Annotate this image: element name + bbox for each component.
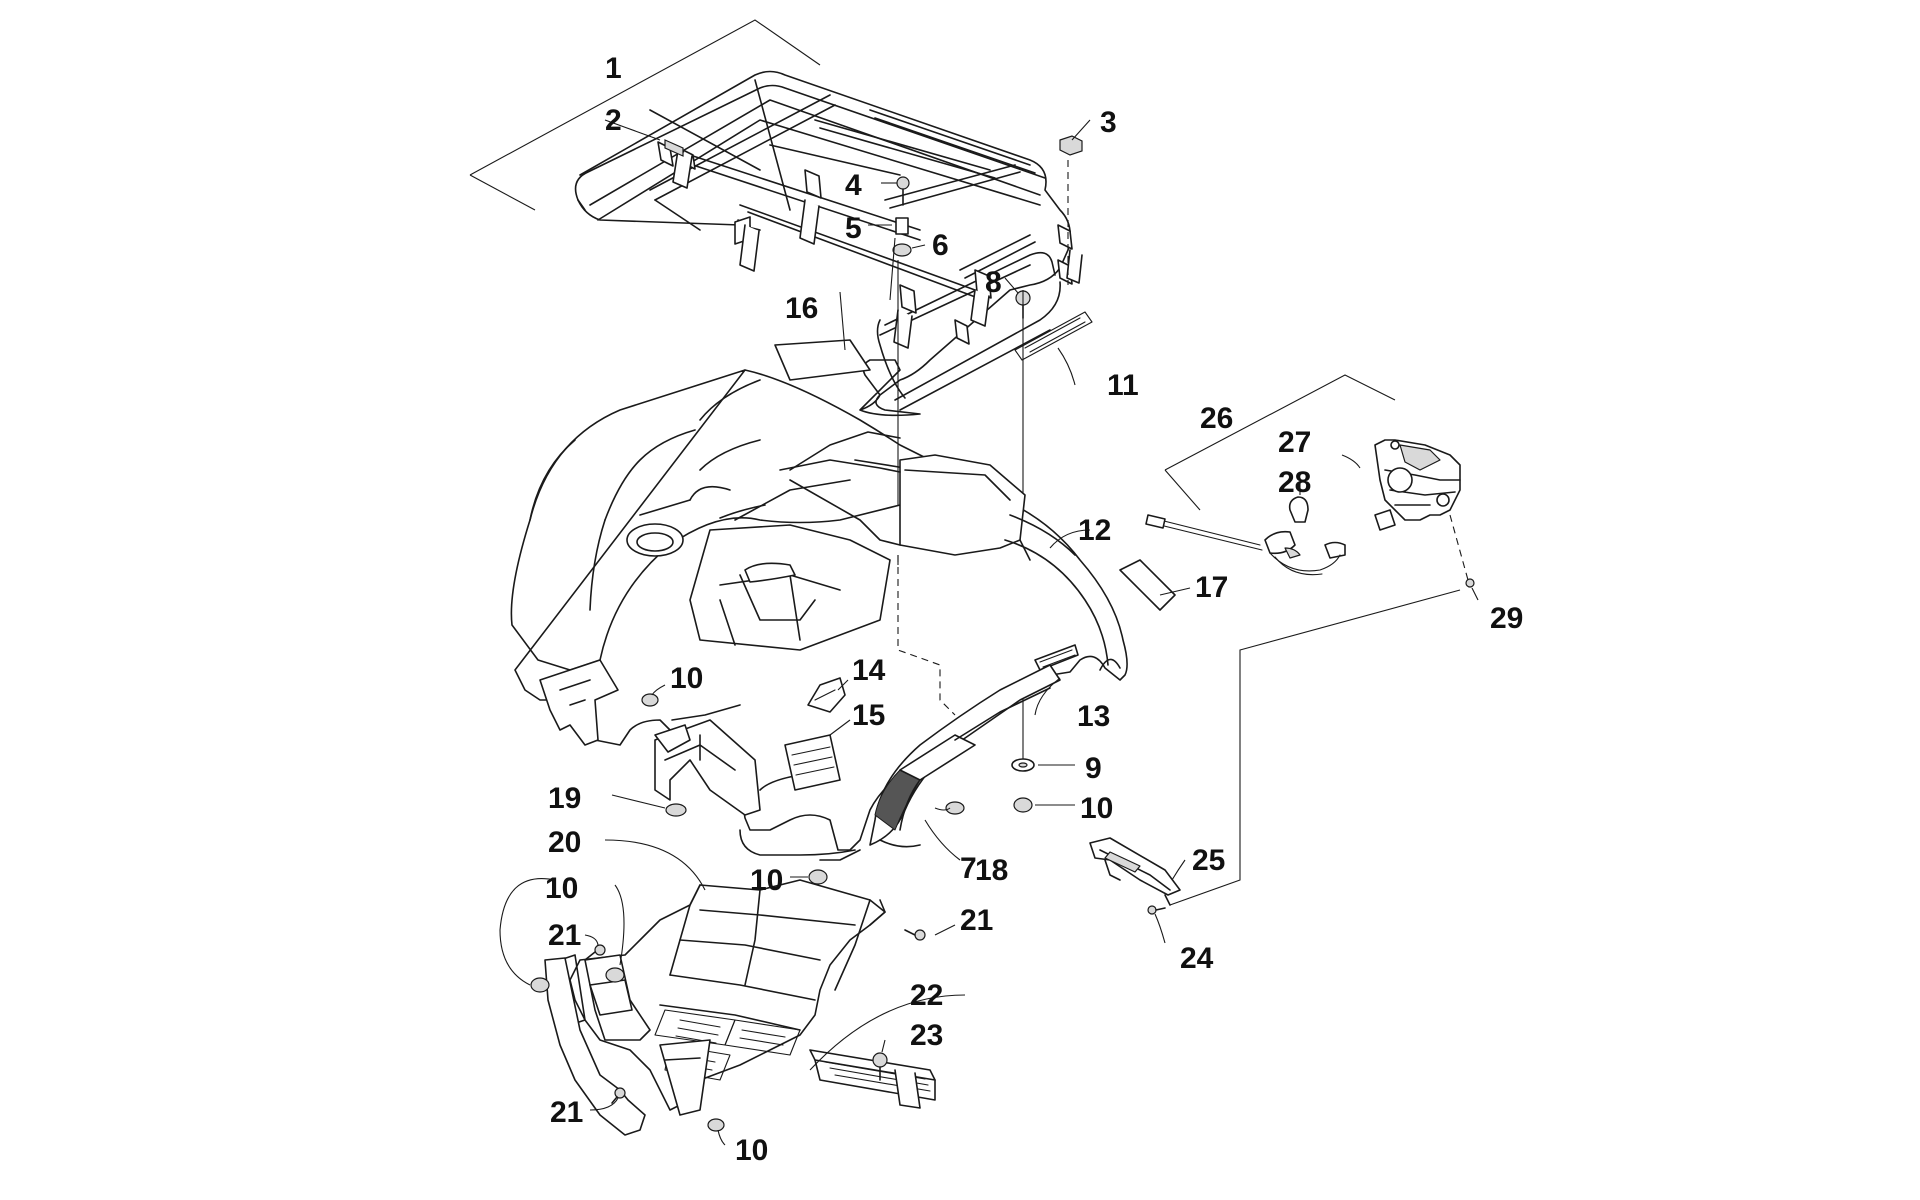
callout-22: 22 <box>910 979 943 1012</box>
callout-4: 4 <box>845 169 862 202</box>
callout-20: 20 <box>548 826 581 859</box>
callout-16: 16 <box>785 292 818 325</box>
callout-19: 19 <box>548 782 581 815</box>
callout-23: 23 <box>910 1019 943 1052</box>
callout-27: 27 <box>1278 426 1311 459</box>
callout-1: 1 <box>605 52 622 85</box>
callout-18: 18 <box>975 854 1008 887</box>
leader-lines <box>499 119 1479 1146</box>
callout-13: 13 <box>1077 700 1110 733</box>
rack-hardware <box>664 135 1083 760</box>
step-plate-22 <box>809 1049 936 1109</box>
callout-10-b: 10 <box>1080 792 1113 825</box>
callout-8: 8 <box>985 266 1002 299</box>
decal-16 <box>774 339 871 381</box>
callout-15: 15 <box>852 699 885 732</box>
callout-24: 24 <box>1180 942 1214 975</box>
hardware <box>530 693 1035 1132</box>
callout-17: 17 <box>1195 571 1228 604</box>
callout-10-d: 10 <box>545 872 578 905</box>
footwell <box>544 879 886 1136</box>
callout-26: 26 <box>1200 402 1233 435</box>
callout-9: 9 <box>1085 752 1102 785</box>
callout-21-a: 21 <box>548 919 581 952</box>
callout-5: 5 <box>845 212 862 245</box>
callout-21-c: 21 <box>550 1096 583 1129</box>
callout-28: 28 <box>1278 466 1311 499</box>
callout-25: 25 <box>1192 844 1225 877</box>
callout-10-e: 10 <box>735 1134 768 1167</box>
callout-3: 3 <box>1100 106 1117 139</box>
cargo-rack <box>469 19 1093 417</box>
tail-light-assembly <box>1145 374 1475 906</box>
decal-17 <box>1119 559 1176 611</box>
callout-11: 11 <box>1107 369 1139 402</box>
callout-14: 14 <box>852 654 886 687</box>
callout-10-a: 10 <box>670 662 703 695</box>
callout-29: 29 <box>1490 602 1523 635</box>
callout-12: 12 <box>1078 514 1111 547</box>
rear-fender <box>510 369 1128 861</box>
callout-7: 7 <box>960 852 977 885</box>
callout-6: 6 <box>932 229 949 262</box>
callout-21-b: 21 <box>960 904 993 937</box>
callout-2: 2 <box>605 104 622 137</box>
lamp-bracket-25 <box>1089 837 1181 915</box>
callout-labels: 1 2 3 4 5 6 7 8 9 10 10 10 10 10 11 12 1… <box>545 52 1523 1167</box>
callout-10-c: 10 <box>750 864 783 897</box>
